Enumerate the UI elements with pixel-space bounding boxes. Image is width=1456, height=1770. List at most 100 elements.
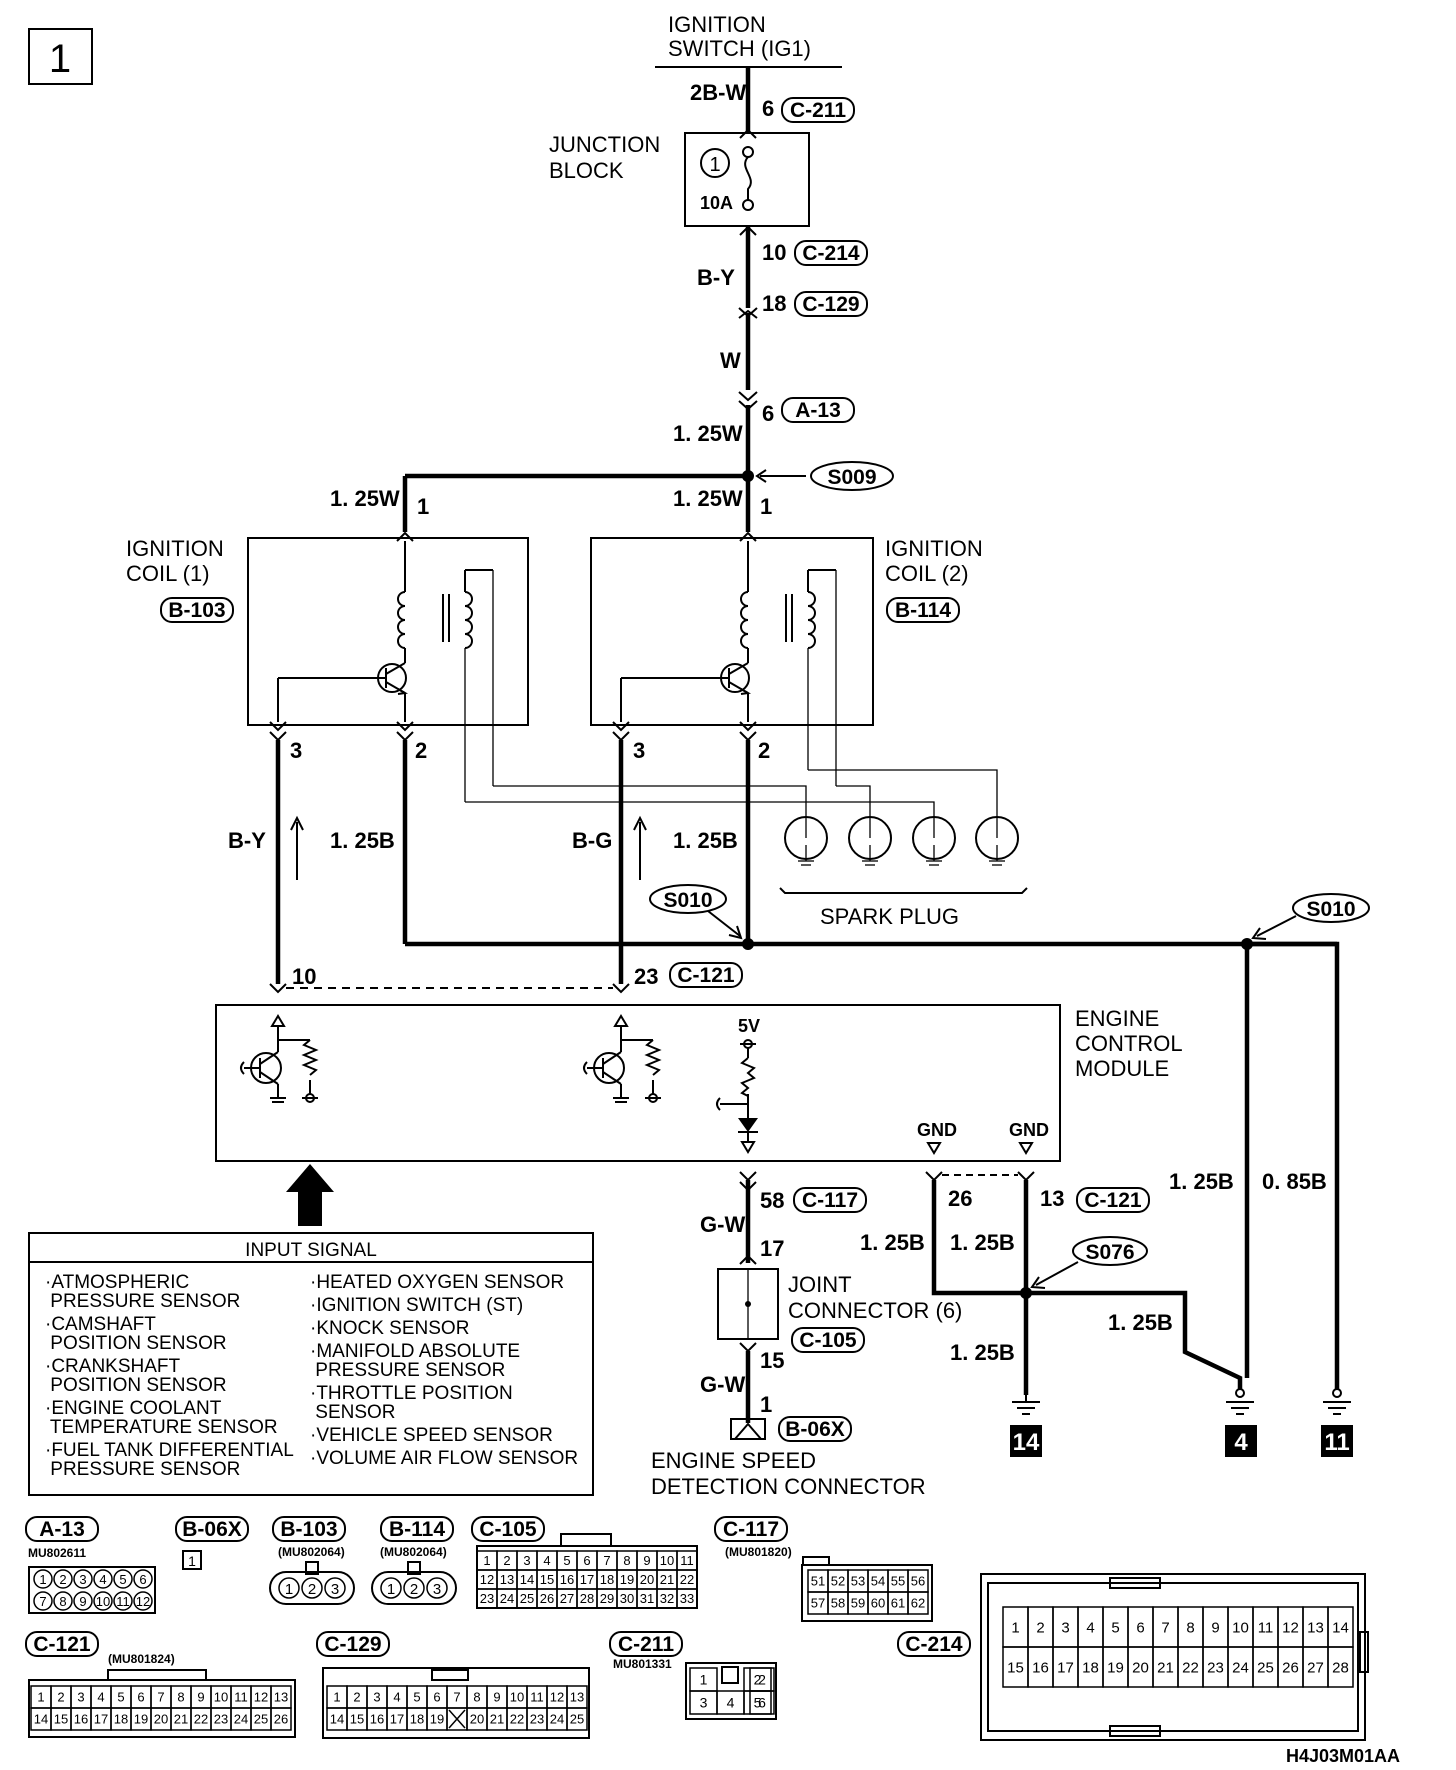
- connector-pin: 2: [59, 1572, 66, 1587]
- connector-tag-b103: B-103: [160, 597, 234, 623]
- splice-tag-s009: S009: [810, 461, 894, 491]
- splice-tag-s076: S076: [1072, 1236, 1148, 1266]
- input-signal-item: ·KNOCK SENSOR: [310, 1318, 469, 1339]
- connector-pin: 10: [660, 1553, 674, 1568]
- connector-pin: 14: [34, 1712, 48, 1727]
- connector-pin: 1: [387, 1581, 395, 1598]
- connector-pin: 5: [117, 1690, 124, 1705]
- input-signal-item: ·HEATED OXYGEN SENSOR: [310, 1272, 564, 1293]
- connector-pin: 4: [727, 1695, 735, 1711]
- connector-pin: 1: [1011, 1619, 1019, 1636]
- fuse-icon: [744, 156, 752, 200]
- ecm-gnd-label-1: GND: [917, 1120, 957, 1140]
- primary-winding-icon: [397, 591, 406, 649]
- svg-text:S010: S010: [663, 889, 712, 912]
- connector-pin: 5: [754, 1695, 762, 1711]
- spark-plug-3-icon: [912, 810, 956, 866]
- wire-label-2b-w: 2B-W: [690, 80, 746, 105]
- connector-pin: 12: [480, 1572, 494, 1587]
- pin-6-c211: 6: [762, 96, 774, 121]
- connector-tag-c211: C-211: [781, 97, 855, 123]
- connector-pin: 1: [333, 1690, 340, 1705]
- connector-pin: 17: [94, 1712, 108, 1727]
- connector-pin: 7: [603, 1553, 610, 1568]
- wire-label-125b-gnd26: 1. 25B: [860, 1230, 925, 1255]
- svg-text:C-129: C-129: [802, 293, 859, 316]
- connector-pin: 2: [353, 1690, 360, 1705]
- connector-pin: 25: [570, 1712, 584, 1727]
- wire-label-125w-coil2: 1. 25W: [673, 486, 743, 511]
- connector-pin: 57: [811, 1596, 825, 1611]
- connector-pin: 33: [680, 1591, 694, 1606]
- spark-plugs: SPARK PLUG: [465, 769, 1028, 929]
- svg-text:C-211: C-211: [790, 99, 846, 122]
- input-signal-title: INPUT SIGNAL: [245, 1240, 377, 1261]
- connector-pin: 21: [660, 1572, 674, 1587]
- svg-text:A-13: A-13: [795, 399, 841, 422]
- connector-pin: 4: [99, 1572, 106, 1587]
- connector-pin: 13: [274, 1690, 288, 1705]
- connector-pin: 16: [74, 1712, 88, 1727]
- input-signal-item: ·THROTTLE POSITION SENSOR: [310, 1383, 513, 1423]
- input-signal-item: ·VOLUME AIR FLOW SENSOR: [310, 1448, 578, 1469]
- connector-pin: 3: [433, 1581, 441, 1598]
- connector-pin: 2: [503, 1553, 510, 1568]
- connector-pin: 8: [623, 1553, 630, 1568]
- connector-pin: 2: [57, 1690, 64, 1705]
- connector-pin: 31: [640, 1591, 654, 1606]
- connector-pin: 16: [1032, 1659, 1049, 1676]
- connector-pin: 23: [214, 1712, 228, 1727]
- connector-pin: 17: [390, 1712, 404, 1727]
- connector-tag-b06x: B-06X: [778, 1416, 852, 1442]
- legend-b06x-tag: B-06X: [182, 1518, 242, 1541]
- connector-pin: 12: [1282, 1619, 1299, 1636]
- connector-pin: 21: [1157, 1659, 1174, 1676]
- svg-text:C-214: C-214: [802, 242, 860, 265]
- legend-b114-part: (MU802064): [380, 1545, 447, 1559]
- connector-pin: 18: [410, 1712, 424, 1727]
- connector-pin: 9: [493, 1690, 500, 1705]
- input-signal-item: ·FUEL TANK DIFFERENTIAL PRESSURE SENSOR: [45, 1440, 294, 1480]
- input-signal-list-left: ·ATMOSPHERIC PRESSURE SENSOR·CAMSHAFT PO…: [45, 1272, 294, 1480]
- connector-pin: 7: [1161, 1619, 1169, 1636]
- connector-pin: 11: [234, 1690, 248, 1705]
- connector-pin: 19: [1107, 1659, 1124, 1676]
- legend-b114-tag: B-114: [389, 1518, 445, 1541]
- connector-pin: 6: [137, 1690, 144, 1705]
- connector-pin: 19: [430, 1712, 444, 1727]
- connector-pin: 8: [59, 1594, 66, 1609]
- wire-label-125w-coil1: 1. 25W: [330, 486, 400, 511]
- connector-pin: 22: [194, 1712, 208, 1727]
- svg-text:C-121: C-121: [677, 964, 735, 987]
- wire-label-125b-gnd13: 1. 25B: [950, 1230, 1015, 1255]
- connector-pin: 20: [640, 1572, 654, 1587]
- connector-pin: 2: [758, 1672, 766, 1688]
- connector-pin: 53: [851, 1574, 865, 1589]
- wire-label-g-w-lower: G-W: [700, 1372, 745, 1397]
- svg-text:S076: S076: [1085, 1241, 1134, 1264]
- pin-18-c129: 18: [762, 291, 786, 316]
- connector-pin: 1: [700, 1672, 708, 1688]
- wire-label-b-y-top: B-Y: [697, 265, 735, 290]
- connector-pin: 3: [1061, 1619, 1069, 1636]
- connector-pin: 2: [754, 1672, 762, 1688]
- connector-pin: 7: [453, 1690, 460, 1705]
- connector-pin: 22: [680, 1572, 694, 1587]
- connector-pin: 14: [330, 1712, 344, 1727]
- legend-c117-tag: C-117: [723, 1518, 779, 1541]
- pin-3-coil1: 3: [290, 738, 302, 763]
- connector-pin: 7: [157, 1690, 164, 1705]
- connector-pin: 21: [174, 1712, 188, 1727]
- ground-ref-11: 11: [1324, 1429, 1349, 1456]
- connector-pin: 24: [234, 1712, 248, 1727]
- connector-pin: 4: [97, 1690, 104, 1705]
- connector-pin: 16: [560, 1572, 574, 1587]
- connector-pin: 26: [540, 1591, 554, 1606]
